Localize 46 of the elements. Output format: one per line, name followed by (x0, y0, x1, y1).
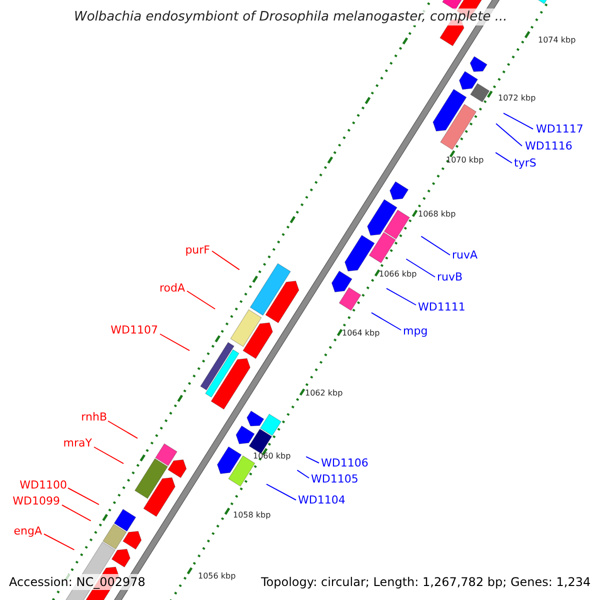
gene-label: tyrS (514, 156, 536, 170)
leader-line (266, 484, 296, 500)
leader-line (212, 250, 240, 270)
scale-label: 1060 kbp (253, 452, 291, 460)
gene-label: mraY (63, 436, 92, 450)
leader-line (406, 258, 436, 278)
leader-line (44, 534, 75, 550)
gene-label: engA (14, 524, 42, 538)
gene-label: WD1117 (536, 122, 584, 136)
scale-label: 1062 kbp (305, 388, 343, 398)
scale-label: 1066 kbp (379, 270, 417, 278)
gene-label: rodA (159, 282, 185, 294)
scale-label: 1070 kbp (446, 156, 484, 164)
leader-line (495, 152, 512, 164)
leader-line (496, 123, 522, 146)
leader-line (296, 470, 310, 478)
gene-label: purF (185, 244, 210, 256)
leader-line (160, 334, 190, 352)
leader-line (370, 312, 402, 330)
gene-label: ruvA (452, 248, 478, 262)
scale-label: 1058 kbp (233, 510, 271, 520)
leader-line (108, 420, 138, 439)
gene-label: rnhB (81, 410, 107, 424)
gene-label: WD1100 (20, 478, 67, 492)
scale-label: 1068 kbp (418, 210, 456, 218)
gene-label: WD1107 (110, 324, 158, 336)
leader-line (62, 504, 92, 522)
gene-label: WD1105 (311, 472, 358, 486)
leader-line (68, 488, 100, 506)
leader-line (420, 236, 450, 256)
leader-line (306, 456, 320, 464)
gene-label: WD1099 (12, 494, 60, 508)
scale-label: 1056 kbp (198, 572, 236, 580)
gene-label: WD1111 (418, 300, 466, 314)
scale-label: 1064 kbp (342, 328, 380, 338)
gene-label: ruvB (437, 270, 463, 284)
scale-label: 1072 kbp (498, 94, 536, 102)
leader-line (186, 290, 216, 310)
leader-line (502, 112, 534, 130)
leader-line (94, 446, 124, 464)
gene-label: WD1106 (321, 456, 368, 470)
scale-label: 1074 kbp (538, 36, 576, 44)
gene-label: mpg (403, 324, 428, 338)
leader-line (386, 288, 416, 306)
gene-label: WD1104 (298, 494, 346, 506)
gene-label: WD1116 (525, 140, 572, 152)
